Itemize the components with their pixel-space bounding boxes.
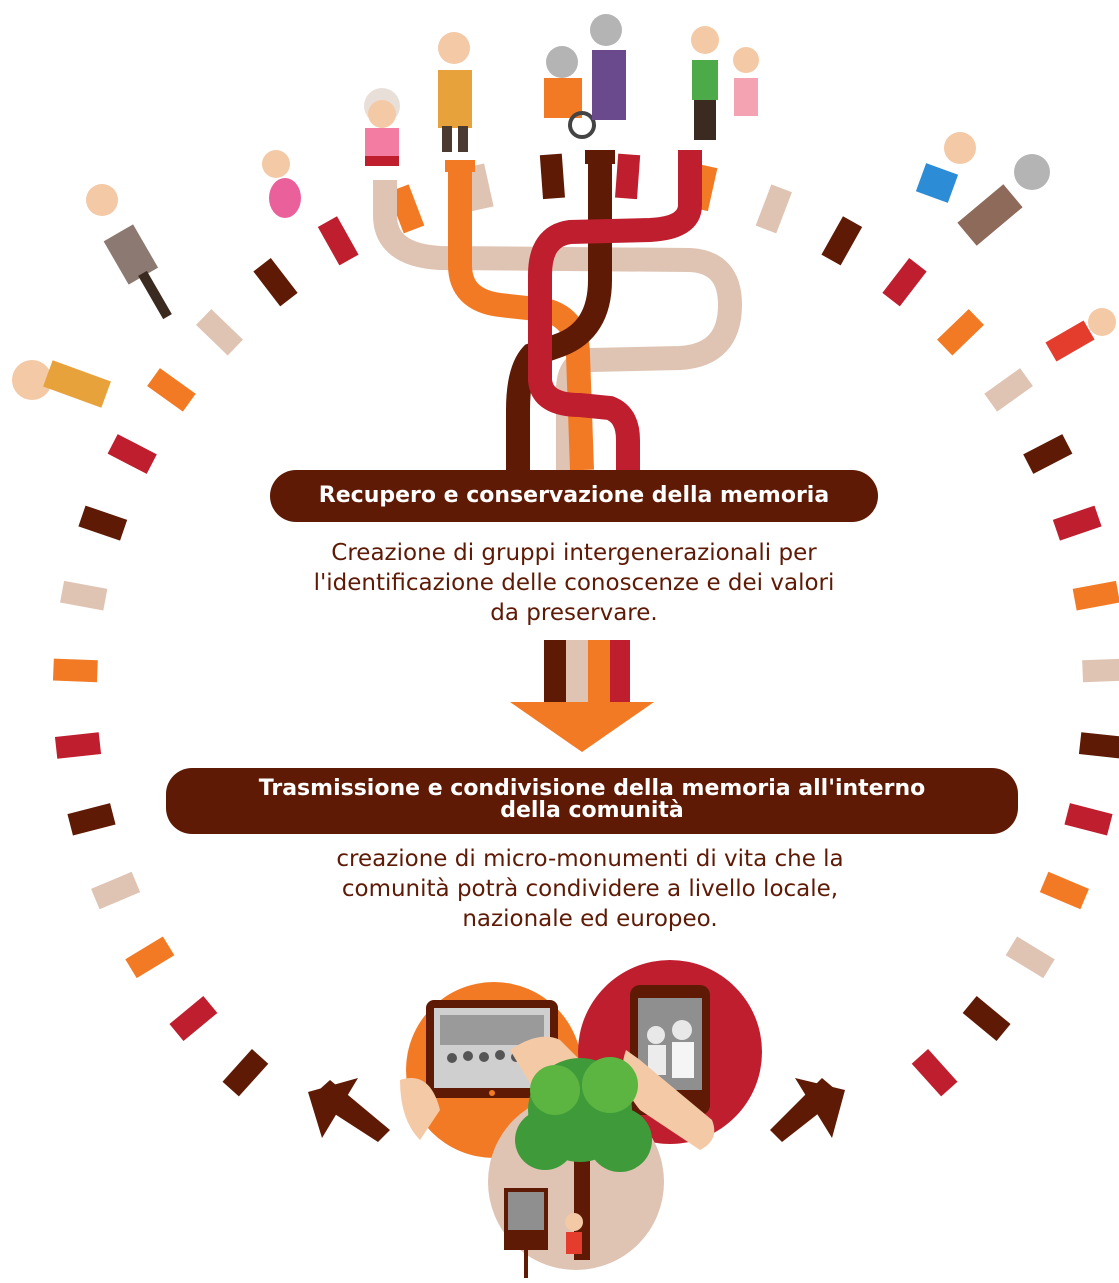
step-1-description-line: l'identificazione delle conoscenze e dei… [313,570,835,596]
ring-dash [1072,580,1119,611]
ring-dash [1005,936,1055,979]
right-cycle-arrow-icon [770,1078,845,1142]
step-1-description-line: Creazione di gruppi intergenerazionali p… [331,540,817,566]
girl-flying-icon [1045,308,1116,362]
step-1-title: Recupero e conservazione della memoria [270,470,878,522]
braided-threads-icon [373,150,743,471]
woman-jumping-icon [957,154,1050,246]
ring-dash [962,996,1011,1041]
young-couple-icon [691,26,759,140]
ring-dash [222,1048,269,1097]
step-2-description-line: nazionale ed europeo. [462,906,718,932]
boy-jumping-icon [915,132,976,203]
ring-dash [1082,658,1119,683]
ring-dash [169,996,218,1041]
ring-dash [196,309,243,356]
girl-icon [262,150,301,218]
step-1-description-line: da preservare. [490,600,658,626]
ring-dash [78,505,128,541]
ring-dash [615,153,641,200]
ring-dash [882,258,927,307]
ring-dash [147,368,196,412]
ring-dash [539,153,565,200]
step-2-title-line: Trasmissione e condivisione della memori… [258,776,926,801]
grandmother-icon [364,88,400,166]
ring-dash [60,580,108,611]
old-man-cane-icon [12,360,111,408]
ring-dash [1078,732,1119,759]
left-cycle-arrow-icon [308,1078,390,1142]
step-2-title: Trasmissione e condivisione della memori… [166,768,1018,834]
ring-dash [984,368,1033,412]
step-2-description-line: creazione di micro-monumenti di vita che… [336,846,844,872]
ring-dash [1052,505,1102,541]
ring-dash [1023,434,1073,474]
ring-dash [937,309,984,356]
ring-dash [1039,871,1089,910]
ring-dash [253,258,298,307]
step-2-description-line: comunità potrà condividere a livello loc… [341,876,839,902]
grandfather-icon [438,32,472,152]
ring-dash [67,803,116,836]
ring-dash [1064,803,1113,836]
ring-dash [54,732,102,759]
ring-dash [52,658,98,683]
down-arrow-icon [510,640,654,752]
wheelchair-couple-icon [544,14,626,139]
step-1-description: Creazione di gruppi intergenerazionali p… [240,538,908,628]
ring-dash [91,871,141,910]
ring-dash [755,184,792,234]
step-2-title-line: della comunità [500,798,684,823]
ring-dash [107,434,157,474]
step-2-description: creazione di micro-monumenti di vita che… [260,844,920,934]
ring-dash [317,216,359,266]
tree-memorial-icon [488,1057,664,1278]
ring-dash [911,1048,958,1097]
ring-dash [821,216,863,266]
ring-dash [125,936,175,979]
elderly-man-icon [86,184,172,320]
ring-dash [388,184,425,234]
